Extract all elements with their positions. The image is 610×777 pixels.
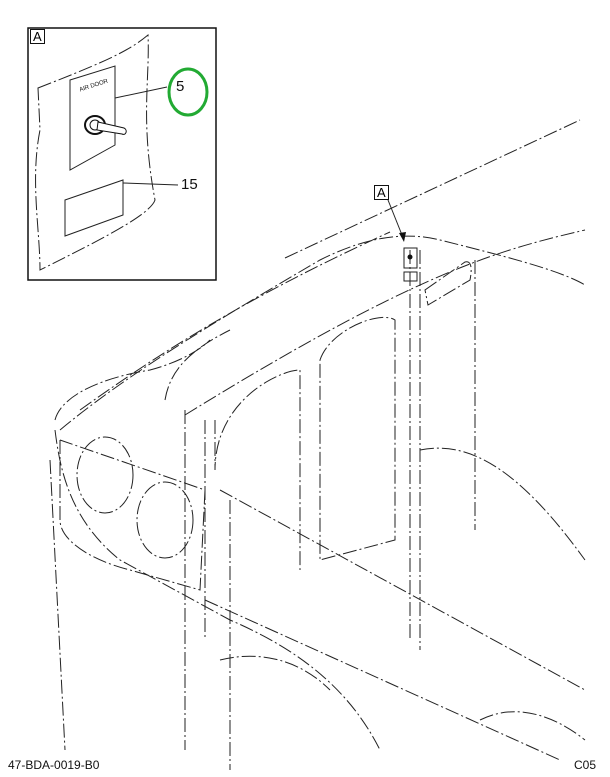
label-plate-small [403, 271, 418, 282]
inset-panel-outline [35, 33, 156, 271]
page-code: C05 [574, 758, 597, 772]
callout-arrowhead [399, 232, 406, 242]
highlight-circle [167, 67, 209, 117]
cab-outline [49, 119, 586, 770]
switch-knob-small [407, 254, 413, 260]
drawing-number: 47-BDA-0019-B0 [8, 758, 100, 772]
inset-frame [27, 27, 217, 281]
callout-5: 5 [176, 78, 185, 95]
label-plate [64, 179, 124, 237]
callout-15: 15 [181, 176, 198, 193]
switch-plate [69, 65, 116, 171]
leader-line-15 [122, 182, 179, 186]
main-view-callout: A [374, 185, 389, 200]
toggle-switch-icon [84, 115, 127, 135]
inset-view-label: A [30, 29, 45, 44]
leader-line-5 [114, 86, 168, 99]
switch-plate-small [403, 247, 418, 269]
